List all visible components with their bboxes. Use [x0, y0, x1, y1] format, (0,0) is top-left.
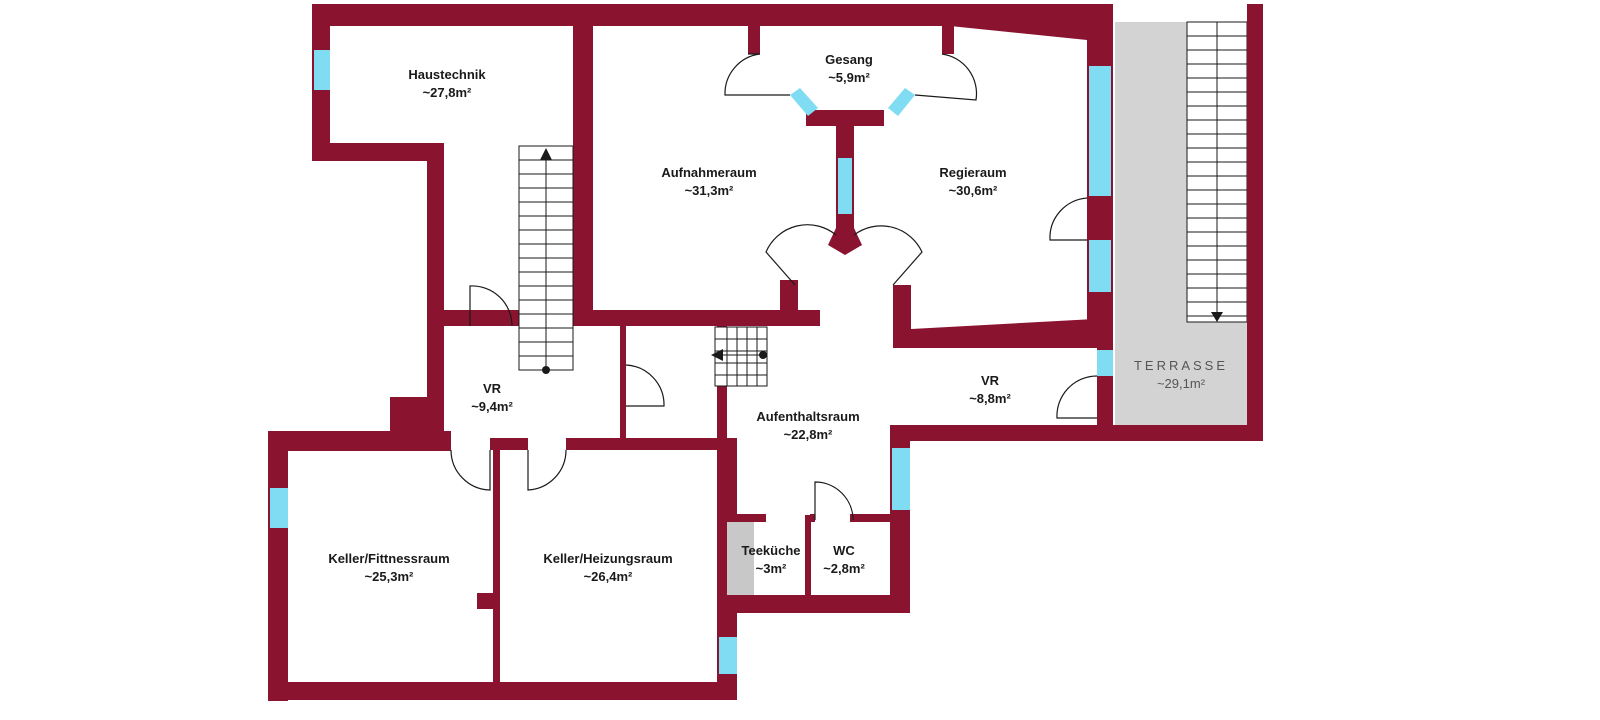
windows	[270, 50, 1113, 674]
kitchen-counter	[727, 522, 754, 595]
room-name: Gesang	[825, 52, 873, 67]
room-area: ~26,4m²	[584, 569, 633, 584]
room-terrasse: TERRASSE ~29,1m²	[1134, 358, 1228, 391]
room-gesang: Gesang ~5,9m²	[825, 52, 873, 85]
room-name: Aufenthaltsraum	[756, 409, 859, 424]
room-area: ~31,3m²	[685, 183, 734, 198]
room-area: ~30,6m²	[949, 183, 998, 198]
room-area: ~5,9m²	[828, 70, 870, 85]
interior-stairs-small	[711, 326, 768, 387]
room-area: ~25,3m²	[365, 569, 414, 584]
room-name: TERRASSE	[1134, 358, 1228, 373]
room-area: ~3m²	[756, 561, 787, 576]
room-aufnahmeraum: Aufnahmeraum ~31,3m²	[661, 165, 756, 198]
room-teekueche: Teeküche ~3m²	[741, 543, 800, 576]
room-name: Teeküche	[741, 543, 800, 558]
stair-up-arrow-icon	[540, 148, 552, 160]
room-regieraum: Regieraum ~30,6m²	[939, 165, 1006, 198]
doors	[450, 53, 1098, 521]
room-name: VR	[483, 381, 502, 396]
room-aufenthaltsraum: Aufenthaltsraum ~22,8m²	[756, 409, 859, 442]
room-haustechnik: Haustechnik ~27,8m²	[408, 67, 486, 100]
stair-start-dot-icon	[542, 366, 550, 374]
room-keller-fitness: Keller/Fittnessraum ~25,3m²	[328, 551, 449, 584]
room-vr-right: VR ~8,8m²	[969, 373, 1011, 406]
stair-start-dot-small-icon	[759, 351, 767, 359]
room-vr-left: VR ~9,4m²	[471, 381, 513, 414]
interior-stairs-main	[518, 145, 574, 374]
room-keller-heizung: Keller/Heizungsraum ~26,4m²	[543, 551, 672, 584]
room-name: Keller/Fittnessraum	[328, 551, 449, 566]
room-name: Haustechnik	[408, 67, 486, 82]
terrace-stairs	[1186, 21, 1248, 323]
stair-left-arrow-icon	[711, 349, 723, 361]
room-area: ~29,1m²	[1157, 376, 1206, 391]
room-wc: WC ~2,8m²	[823, 543, 865, 576]
room-area: ~9,4m²	[471, 399, 513, 414]
room-area: ~8,8m²	[969, 391, 1011, 406]
room-name: WC	[833, 543, 855, 558]
room-name: VR	[981, 373, 1000, 388]
stair-direction-arrow-icon	[1211, 312, 1223, 322]
room-area: ~2,8m²	[823, 561, 865, 576]
room-area: ~22,8m²	[784, 427, 833, 442]
room-area: ~27,8m²	[423, 85, 472, 100]
room-name: Keller/Heizungsraum	[543, 551, 672, 566]
room-name: Regieraum	[939, 165, 1006, 180]
room-name: Aufnahmeraum	[661, 165, 756, 180]
